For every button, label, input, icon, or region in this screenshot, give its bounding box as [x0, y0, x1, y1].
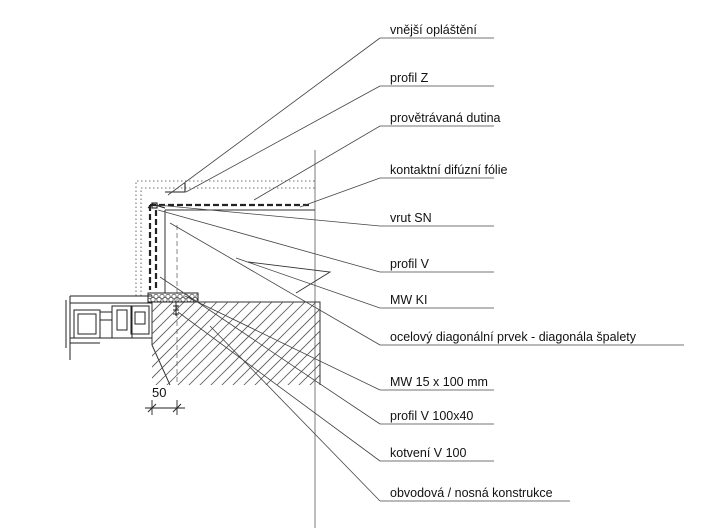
window-frame — [65, 295, 152, 360]
foam-texture — [186, 296, 192, 302]
hatch-line — [152, 302, 196, 385]
label-contact-membrane: kontaktní difúzní fólie — [390, 163, 507, 177]
foam-texture — [165, 293, 171, 300]
label-screw-sn: vrut SN — [390, 211, 432, 225]
hatch-line — [280, 302, 320, 385]
label-load-bearing-wall: obvodová / nosná konstrukce — [390, 486, 553, 500]
hatch-line — [181, 302, 273, 385]
foam-texture — [180, 296, 186, 302]
label-diagonal-element: ocelový diagonální prvek - diagonála špa… — [390, 330, 637, 344]
diagonal-reveal-element — [147, 202, 166, 209]
hatch-line — [152, 302, 207, 385]
foam-texture — [159, 293, 165, 300]
hatch-line — [247, 302, 320, 385]
leader-pointer — [299, 177, 381, 208]
leader-pointer — [184, 295, 381, 391]
label-mw-strip: MW 15 x 100 mm — [390, 375, 488, 389]
label-v-profile-100x40: profil V 100x40 — [390, 409, 473, 423]
labels: vnější opláštění profil Z provětrávaná d… — [390, 23, 637, 500]
hatch-line — [214, 302, 306, 385]
foam-texture — [153, 293, 159, 300]
label-ventilated-cavity: provětrávaná dutina — [390, 111, 501, 125]
leader-pointer — [169, 222, 381, 346]
leader-pointer — [177, 311, 381, 462]
hatch-line — [159, 302, 251, 385]
leader-pointer — [156, 204, 381, 227]
contact-membrane — [148, 203, 312, 290]
foam-texture — [162, 296, 168, 302]
foam-texture — [195, 293, 198, 300]
label-mw-ki: MW KI — [390, 293, 428, 307]
foam-texture — [168, 296, 174, 302]
hatch-line — [258, 302, 320, 385]
leader-pointer — [167, 37, 381, 196]
foam-texture — [150, 296, 156, 302]
label-anchor-v100: kotvení V 100 — [390, 446, 466, 460]
leader-pointer — [159, 276, 381, 425]
leader-pointer — [157, 209, 381, 273]
label-z-profile: profil Z — [390, 71, 429, 85]
leader-pointer — [253, 125, 381, 201]
hatch-line — [152, 302, 174, 385]
dimension-label: 50 — [152, 385, 166, 400]
hatch-line — [152, 302, 240, 385]
label-outer-cladding: vnější opláštění — [390, 23, 477, 37]
hatch-line — [152, 302, 229, 385]
hatch-line — [203, 302, 295, 385]
hatch-line — [302, 302, 320, 385]
hatch-line — [192, 302, 284, 385]
foam-texture — [156, 296, 162, 302]
mineral-wool-insulation — [164, 150, 332, 528]
dimension-50 — [145, 400, 185, 415]
hatch-line — [170, 302, 262, 385]
foam-texture — [148, 293, 153, 300]
label-v-profile: profil V — [390, 257, 430, 271]
foam-texture — [171, 293, 177, 300]
leader-lines — [156, 37, 684, 502]
load-bearing-wall — [150, 301, 321, 386]
leader-pointer — [209, 325, 381, 502]
foam-texture — [177, 293, 183, 300]
hatch-line — [225, 302, 317, 385]
hatch-line — [152, 302, 218, 385]
hatch-line — [236, 302, 320, 385]
hatch-line — [152, 302, 185, 385]
anchor-v100 — [173, 302, 179, 316]
foam-texture — [199, 297, 203, 301]
leader-pointer — [185, 85, 381, 193]
leader-pointer — [235, 257, 381, 309]
outer-cladding-dotted — [135, 180, 315, 296]
hatch-line — [291, 302, 320, 385]
